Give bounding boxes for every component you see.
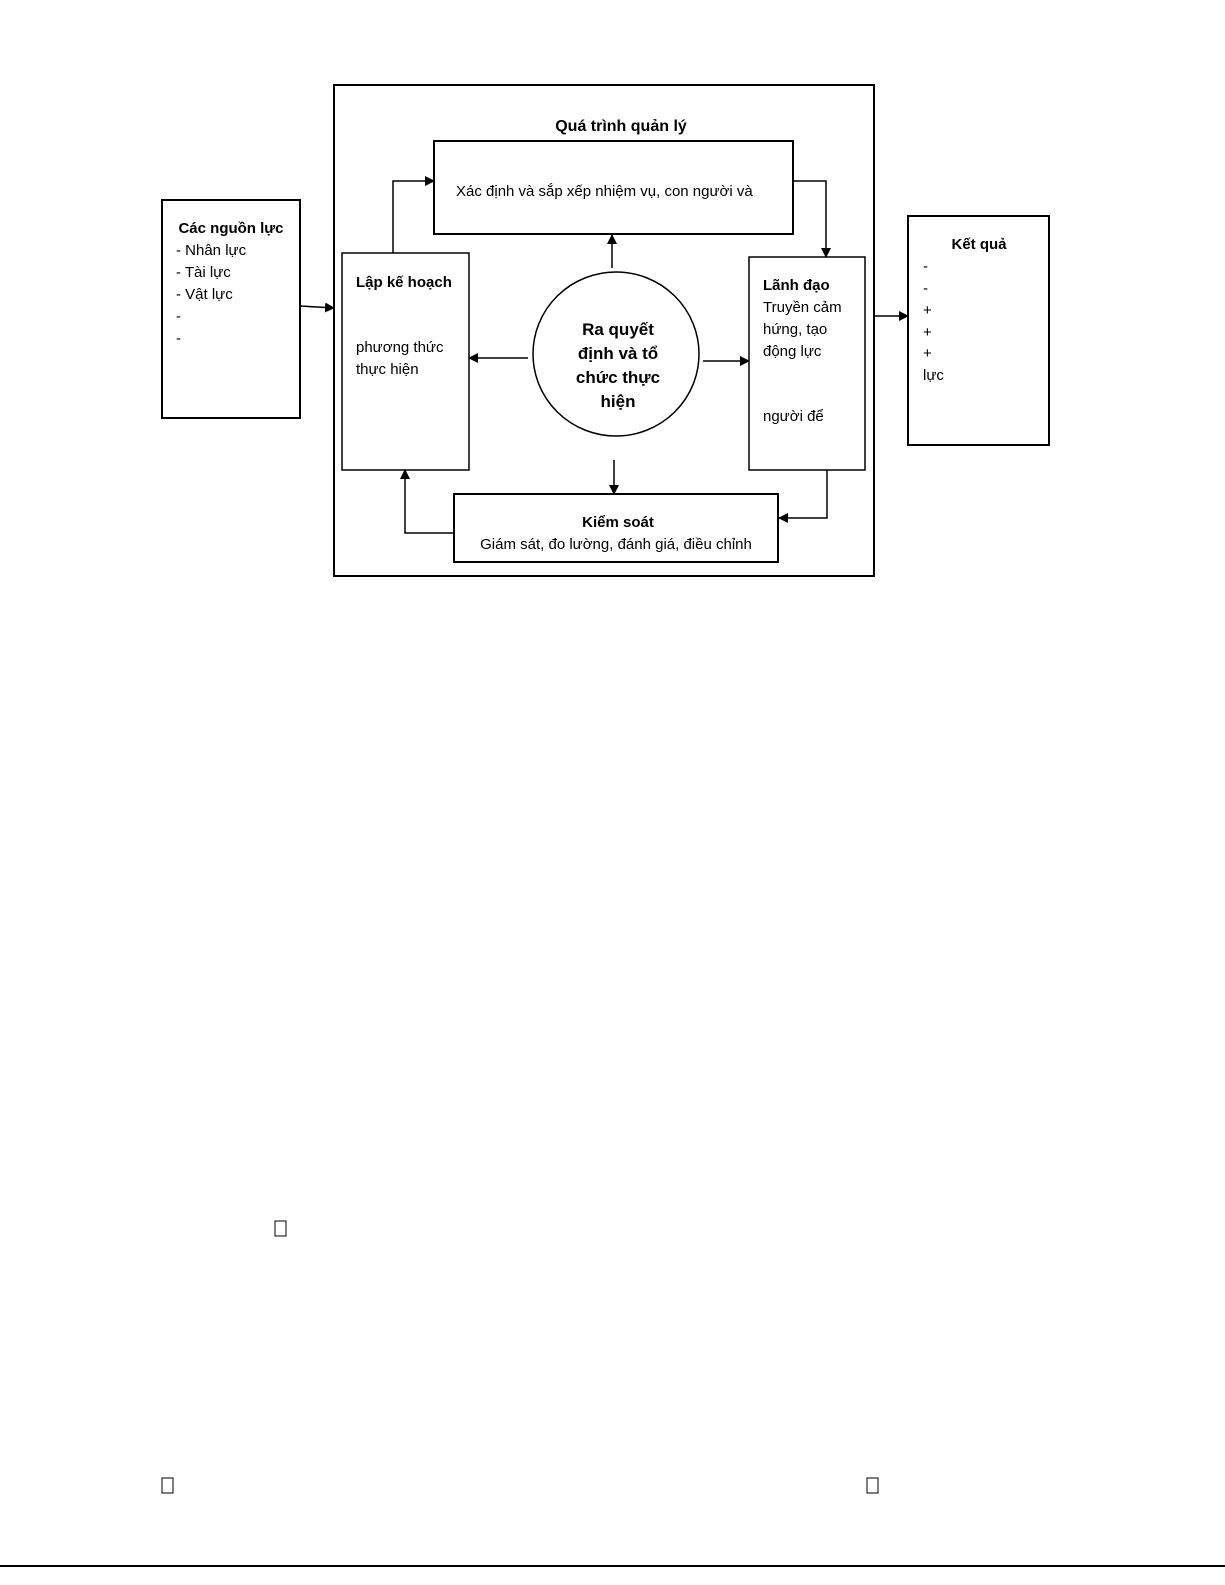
leading-box: Lãnh đạo Truyền cảm hứng, tạo động lực n… <box>748 256 866 471</box>
result-item: + <box>923 345 932 362</box>
arrow-leading-to-controlling <box>778 470 828 523</box>
result-item: + <box>923 302 932 319</box>
missing-glyph-icon <box>866 1477 879 1494</box>
leading-line: người để <box>763 408 824 425</box>
decision-circle: Ra quyết định và tổ chức thực hiện <box>532 271 700 437</box>
controlling-text: Giám sát, đo lường, đánh giá, điều chỉnh <box>480 536 752 553</box>
results-box: Kết quả - - + + + lực <box>907 215 1050 446</box>
resource-item: - Vật lực <box>176 286 233 303</box>
organizing-box: Xác định và sắp xếp nhiệm vụ, con người … <box>433 140 794 235</box>
resource-item: - <box>176 330 181 347</box>
result-item: + <box>923 324 932 341</box>
controlling-box: Kiểm soát Giám sát, đo lường, đánh giá, … <box>453 493 779 563</box>
arrow-organizing-to-leading <box>793 180 831 258</box>
result-item: lực <box>923 367 944 384</box>
controlling-title: Kiểm soát <box>582 514 654 531</box>
planning-line: phương thức <box>356 339 444 356</box>
results-title: Kết quả <box>951 236 1007 253</box>
process-title: Quá trình quản lý <box>555 118 687 135</box>
planning-title: Lập kế hoạch <box>356 274 452 291</box>
decision-line: hiện <box>601 392 636 411</box>
result-item: - <box>923 258 928 275</box>
leading-line: Truyền cảm <box>763 299 842 316</box>
leading-title: Lãnh đạo <box>763 277 830 294</box>
result-item: - <box>923 280 928 297</box>
resource-item: - Tài lực <box>176 264 231 281</box>
arrow-controlling-to-planning <box>400 469 454 534</box>
arrow-resources-to-process <box>299 302 335 313</box>
leading-line: hứng, tạo <box>763 321 827 338</box>
missing-glyph-icon <box>161 1477 174 1494</box>
arrow-planning-to-organizing <box>392 176 435 253</box>
resource-item: - Nhân lực <box>176 242 247 259</box>
decision-line: chức thực <box>576 368 660 387</box>
planning-box: Lập kế hoạch phương thức thực hiện <box>341 252 470 471</box>
planning-line: thực hiện <box>356 361 419 378</box>
resources-box: Các nguồn lực - Nhân lực - Tài lực - Vật… <box>161 199 301 419</box>
organizing-text: Xác định và sắp xếp nhiệm vụ, con người … <box>456 183 753 200</box>
resources-title: Các nguồn lực <box>178 220 283 237</box>
leading-line: động lực <box>763 343 822 360</box>
decision-line: định và tổ <box>578 344 658 363</box>
missing-glyph-icon <box>274 1220 287 1237</box>
resource-item: - <box>176 308 181 325</box>
decision-line: Ra quyết <box>582 320 654 339</box>
